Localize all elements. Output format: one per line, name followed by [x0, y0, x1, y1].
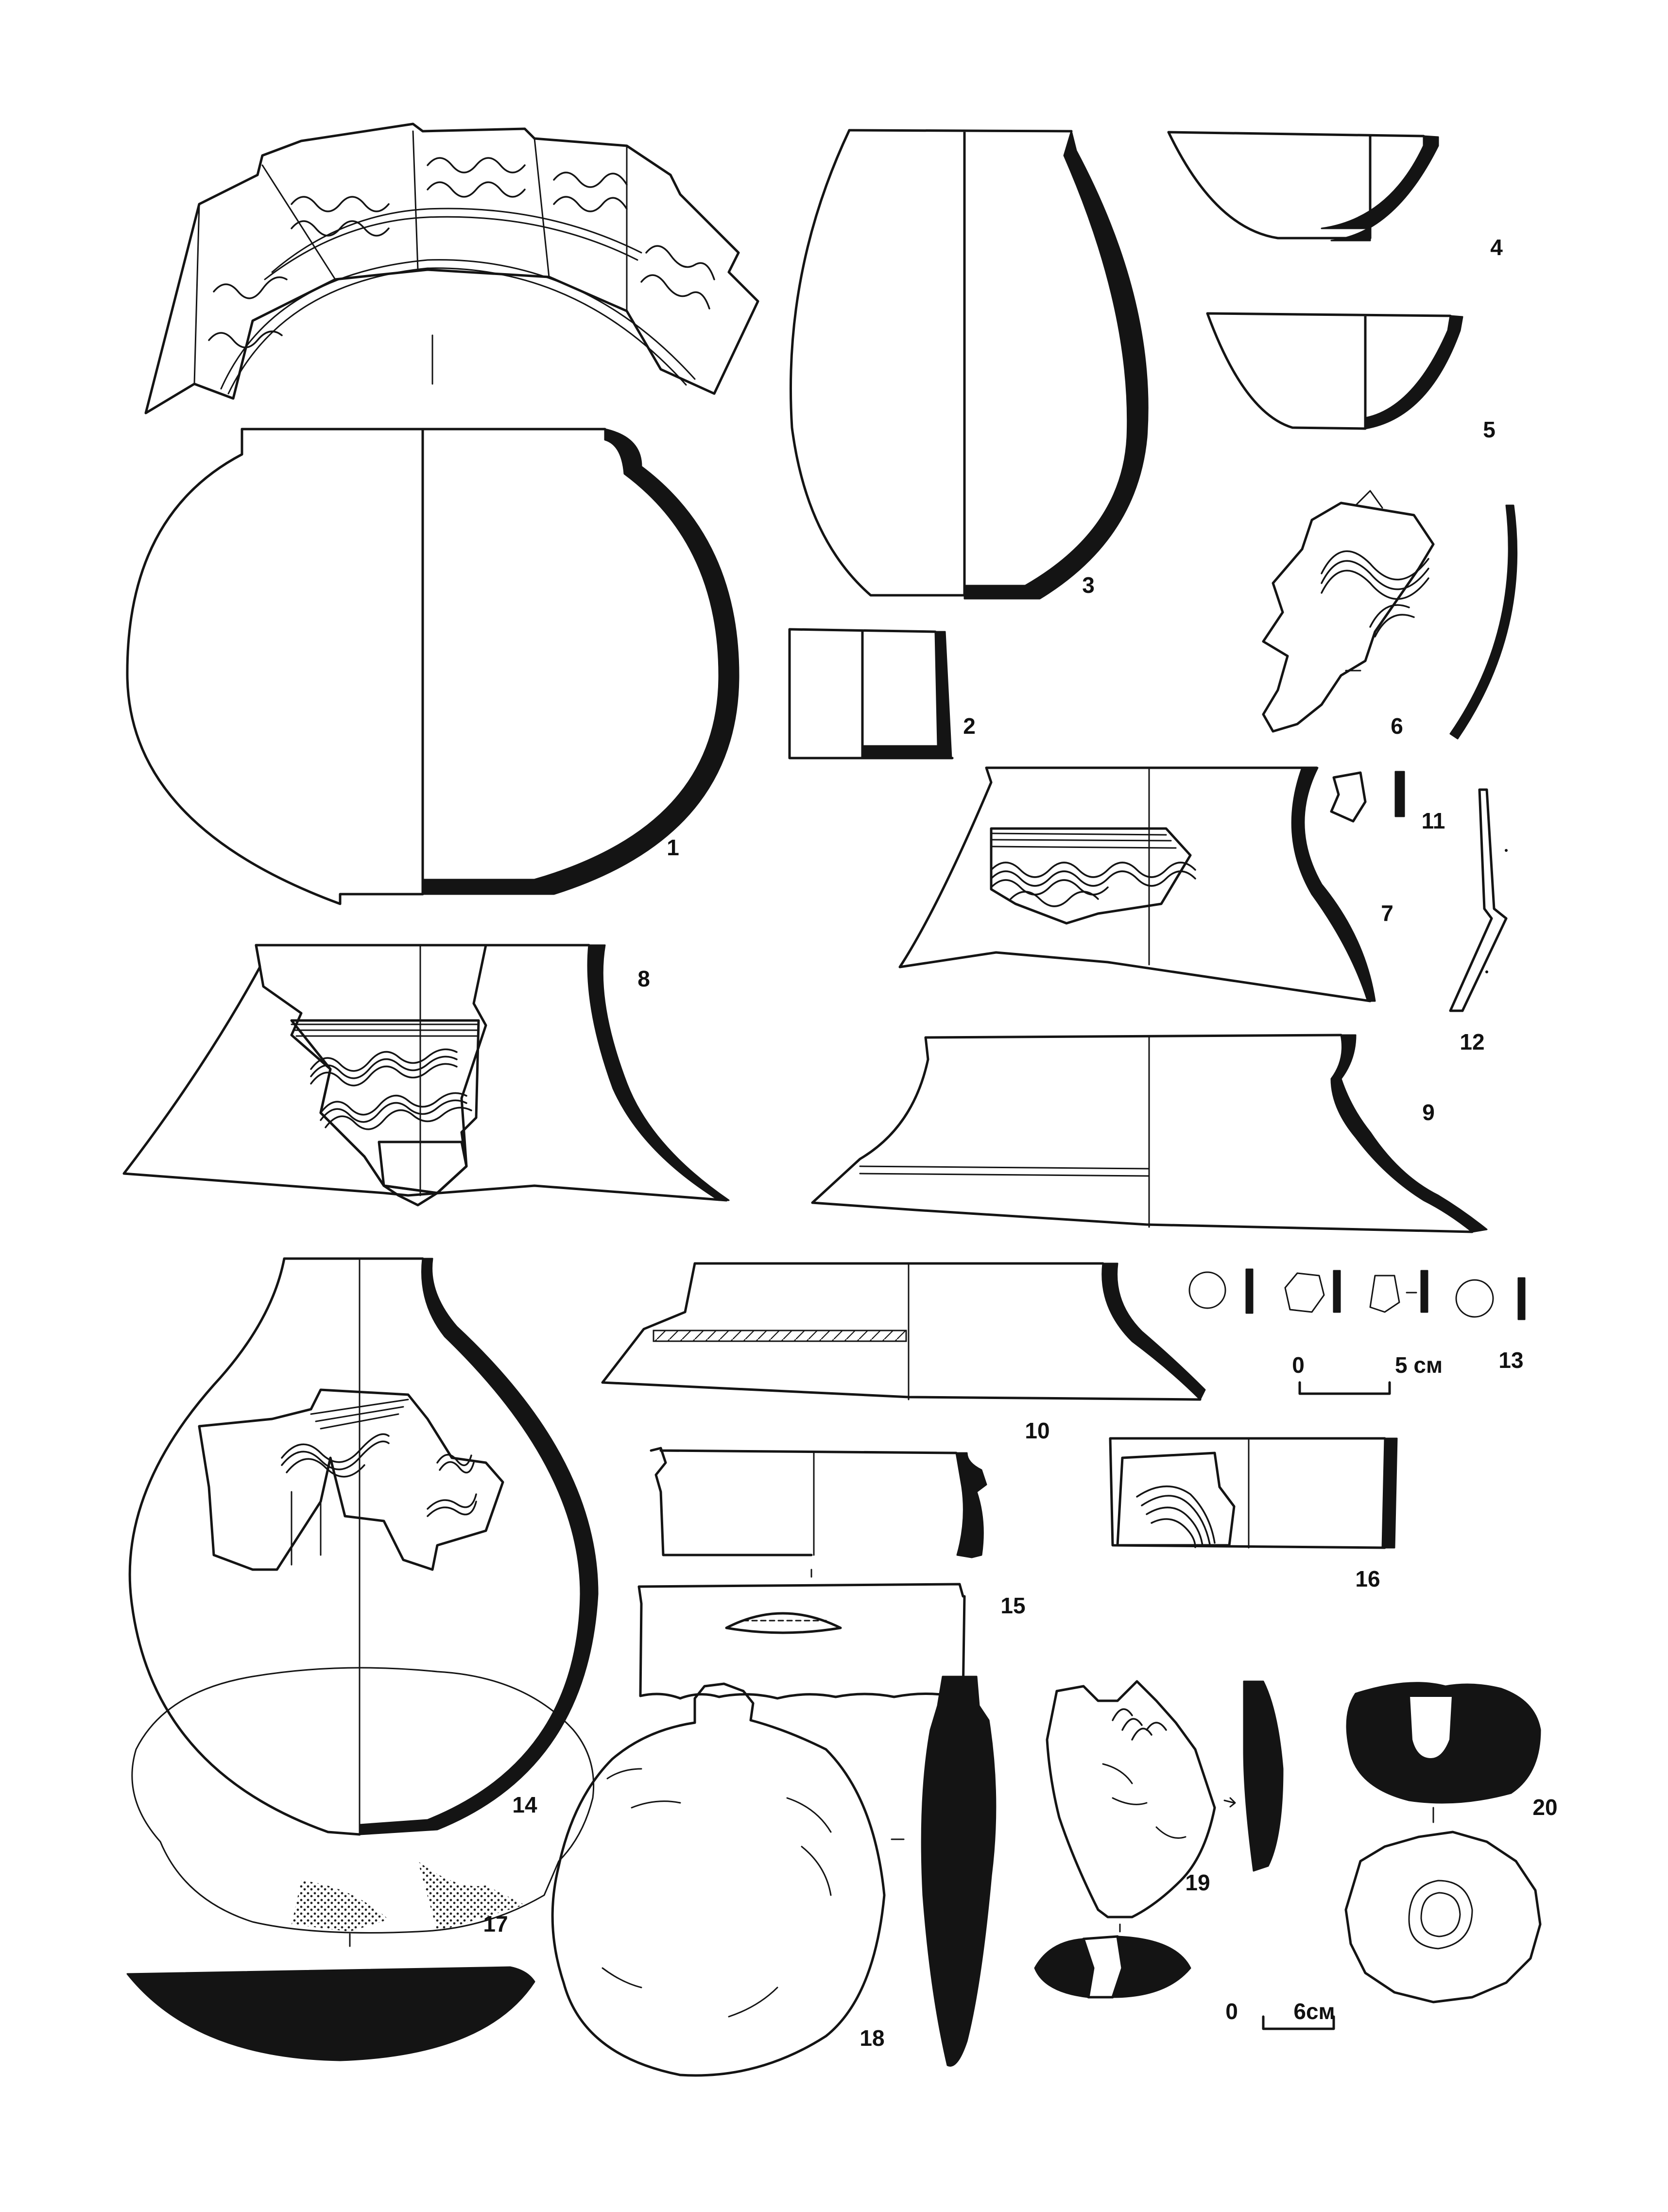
vessel-9: 9 [811, 1034, 1488, 1233]
figure-label-2: 2 [963, 713, 976, 739]
figure-label-13: 13 [1498, 1348, 1523, 1373]
vessel-2: 2 [788, 628, 976, 760]
object-18: 18 [551, 1676, 997, 2077]
figure-label-7: 7 [1381, 900, 1393, 926]
figure-label-3: 3 [1082, 572, 1095, 598]
vessel-1-rim-ornament [144, 122, 759, 415]
figure-label-1: 1 [667, 835, 679, 860]
object-17: 17 [126, 1667, 595, 2061]
vessel-1: 1 [126, 122, 759, 905]
figure-label-14: 14 [512, 1792, 537, 1817]
scale-bar-5cm-zero: 0 [1292, 1352, 1305, 1378]
vessel-14-sherds [198, 1388, 504, 1571]
figure-label-4: 4 [1490, 235, 1503, 260]
figure-label-16: 16 [1355, 1566, 1380, 1591]
vessel-5: 5 [1206, 312, 1496, 442]
figure-label-8: 8 [637, 966, 650, 991]
object-19: 19 [1034, 1680, 1284, 1999]
scale-bar-6cm-label: 6см [1293, 1999, 1335, 2024]
profile-12: 12 [1449, 788, 1508, 1054]
sherd-11: 11 [1330, 771, 1445, 833]
vessel-3: 3 [789, 129, 1149, 600]
scale-bar-5cm-label: 5 см [1395, 1352, 1443, 1378]
vessel-15: 15 [637, 1447, 1026, 1700]
object-20: 20 [1344, 1682, 1558, 2004]
figure-label-5: 5 [1483, 417, 1496, 442]
figure-label-17: 17 [483, 1911, 508, 1936]
scale-bar-6cm: 0 6см [1225, 1999, 1335, 2030]
figure-label-9: 9 [1422, 1100, 1435, 1125]
discs-13: 13 [1188, 1268, 1526, 1373]
figure-label-12: 12 [1460, 1029, 1484, 1054]
scale-bar-5cm: 0 5 см [1292, 1352, 1443, 1395]
figure-label-19: 19 [1185, 1870, 1210, 1895]
vessel-10: 10 [601, 1262, 1206, 1443]
vessel-7: 7 [898, 766, 1393, 1002]
figure-label-15: 15 [1000, 1593, 1025, 1618]
figure-label-6: 6 [1391, 713, 1403, 739]
vessel-4: 4 [1167, 131, 1503, 260]
figure-label-11: 11 [1422, 808, 1445, 833]
vessel-16: 16 [1109, 1437, 1398, 1591]
figure-label-20: 20 [1532, 1795, 1557, 1820]
scale-bar-6cm-zero: 0 [1225, 1999, 1238, 2024]
vessel-14: 14 [128, 1257, 599, 1836]
figure-label-10: 10 [1025, 1418, 1049, 1443]
vessel-8: 8 [122, 944, 730, 1207]
figure-label-18: 18 [860, 2025, 884, 2051]
sherd-6: 6 [1262, 490, 1518, 740]
